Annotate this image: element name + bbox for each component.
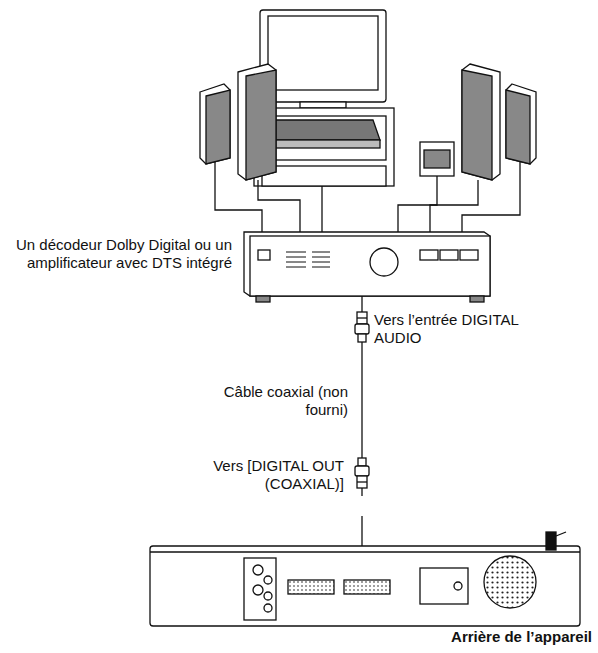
rear-right-speaker bbox=[506, 84, 536, 164]
connector-label: Vers l’entrée DIGITAL AUDIO bbox=[374, 311, 554, 347]
front-left-speaker bbox=[238, 64, 276, 180]
view-label: Arrière de l’appareil bbox=[402, 628, 592, 646]
connector-label: Vers [DIGITAL OUT (COAXIAL)] bbox=[144, 457, 344, 493]
front-right-speaker bbox=[462, 64, 500, 180]
speaker-wires bbox=[215, 162, 520, 232]
device-label: Un décodeur Dolby Digital ou un amplific… bbox=[0, 236, 232, 272]
recorder-rear bbox=[150, 532, 580, 626]
television bbox=[260, 10, 386, 108]
subwoofer bbox=[420, 142, 454, 176]
rear-left-speaker bbox=[200, 84, 230, 164]
amplifier bbox=[244, 232, 490, 302]
cable-label: Câble coaxial (non fourni) bbox=[208, 383, 348, 419]
